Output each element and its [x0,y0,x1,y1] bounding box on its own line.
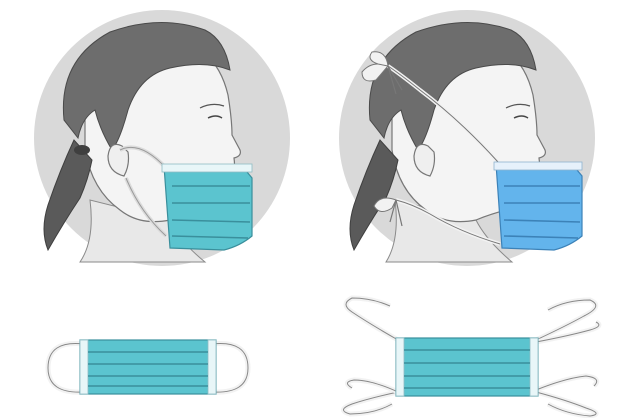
ear-loop-mask-icon [48,340,248,394]
ear-loop-mask-wearer-icon [34,10,290,266]
tie-on-mask-icon [343,298,598,416]
tie-on-mask-wearer-icon [339,10,595,266]
